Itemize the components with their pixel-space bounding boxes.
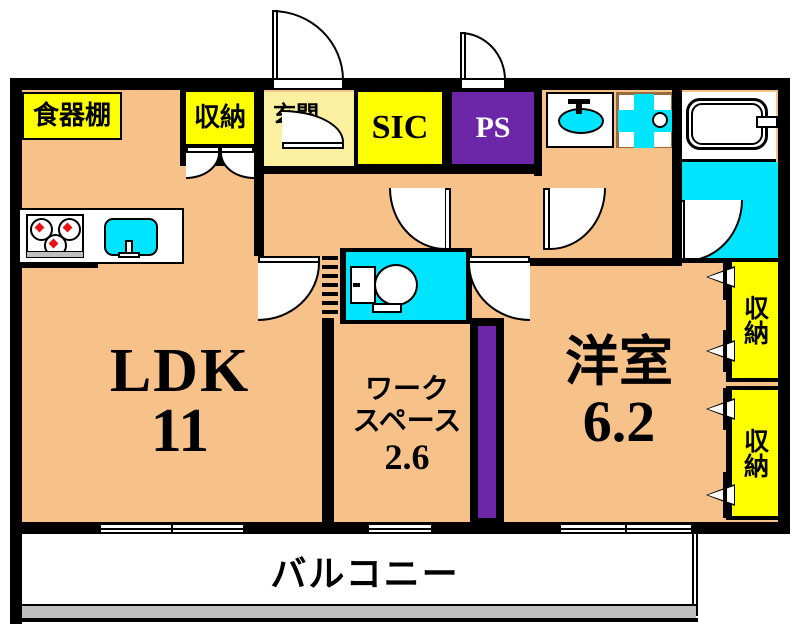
ps-zone [452, 92, 534, 164]
entrance-door-arc [272, 10, 344, 80]
closet-entry-door-right-leaf[interactable] [220, 146, 254, 153]
toilet-bowl [374, 264, 418, 306]
cupboard-label: 食器棚 [32, 101, 111, 131]
outer-wall-left [10, 78, 22, 534]
closet-arrow-1 [708, 268, 734, 286]
closet-upper-label: 収納 [732, 262, 778, 378]
wall-washroom-bottom [452, 258, 682, 266]
window-bedroom-mid-line [560, 528, 692, 530]
genkan-inner-door-leaf[interactable] [282, 142, 344, 149]
balcony-label: バルコニー [270, 553, 460, 595]
closet-rail-4 [723, 472, 727, 518]
ps-shaft-lower [478, 326, 496, 518]
window-ldk-mid-line [100, 528, 244, 530]
closet-entry-label: 収納 [193, 103, 246, 133]
closet-rail-1 [723, 258, 727, 300]
ldk-name-label: LDK [109, 337, 251, 405]
closet-lower-label: 収納 [732, 390, 778, 516]
washing-machine-drain [652, 112, 668, 128]
kitchen-counter-edge [18, 264, 98, 268]
corridor-door-leaf[interactable] [444, 188, 451, 250]
closet-upper-char1: 収納 [740, 295, 770, 345]
wall-washroom-left [534, 90, 542, 176]
balcony-rail-base [10, 618, 698, 622]
washbasin-faucet [576, 100, 582, 114]
ldk-size-label: 11 [150, 397, 210, 465]
ps-door-arc [460, 32, 506, 80]
closet-arrow-4 [708, 486, 734, 504]
closet-arrow-2 [708, 342, 734, 360]
closet-rail-3 [723, 388, 727, 430]
bedroom-size-label: 6.2 [582, 389, 656, 454]
closet-rail-2 [723, 330, 727, 372]
cupboard-zone [22, 92, 122, 140]
balcony-left-wall [10, 534, 22, 624]
bathroom-door-sill [678, 258, 744, 263]
closet-arrow-3 [708, 400, 734, 418]
sink-faucet-base [118, 252, 140, 258]
wall-ldk-workspace [322, 318, 334, 524]
bedroom-name-label: 洋室 [565, 329, 673, 393]
hall-door-left-leaf[interactable] [258, 256, 320, 263]
sic-zone [358, 92, 442, 164]
closet-upper-zone [732, 262, 778, 378]
bathtub-inner [691, 103, 763, 145]
washbasin-faucet-bar [568, 99, 590, 104]
balcony-right-edge [692, 534, 698, 616]
toilet-seat-front [372, 303, 402, 313]
closet-lower-char1: 収納 [740, 428, 770, 478]
toilet-paper-holder [353, 283, 360, 287]
workspace-label-line2: スペース [352, 404, 462, 437]
workspace-label-line1: ワーク [364, 372, 449, 405]
washroom-door-leaf[interactable] [468, 256, 530, 263]
wall-washroom-right [672, 90, 682, 266]
workspace-size-label: 2.6 [384, 437, 430, 477]
toilet-column-hatch [322, 256, 338, 318]
balcony-area [22, 534, 698, 612]
closet-entry-door-left-leaf[interactable] [186, 146, 220, 153]
washroom-entry-door-leaf[interactable] [543, 188, 550, 250]
stove-grill [27, 251, 83, 257]
closet-lower-zone [732, 390, 778, 516]
sic-label: SIC [371, 109, 429, 146]
window-workspace-line [368, 528, 432, 530]
bathtub-faucet [756, 116, 778, 128]
outer-wall-top [10, 78, 790, 90]
ps-label: PS [475, 111, 511, 144]
wall-hall-top [254, 166, 540, 174]
balcony-railing [22, 604, 696, 618]
closet-entry-zone [186, 92, 254, 144]
